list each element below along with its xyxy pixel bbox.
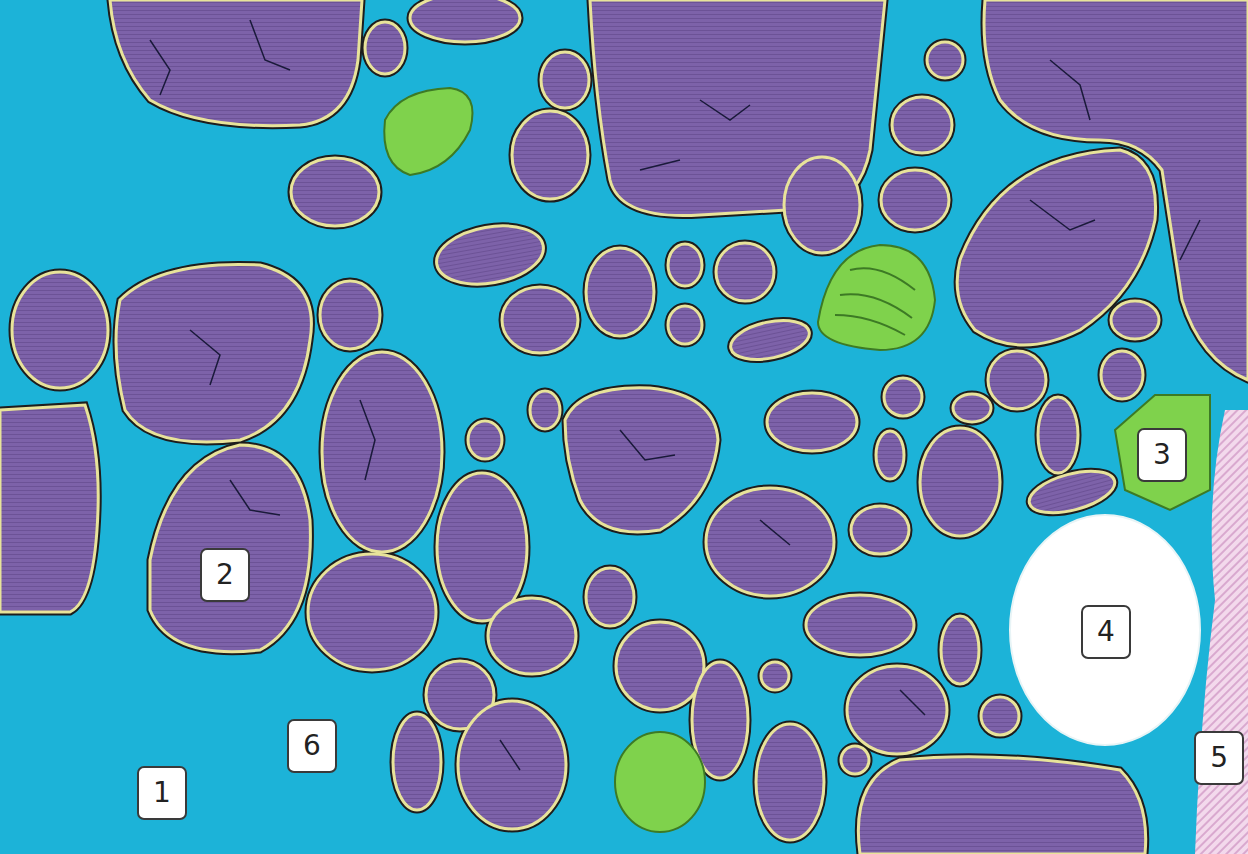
callout-number: 2 [200,548,250,602]
callout-number: 3 [1137,428,1187,482]
callout-number: 1 [137,766,187,820]
callout-number: 5 [1194,731,1244,785]
callout-number: 4 [1081,605,1131,659]
callout-number: 6 [287,719,337,773]
